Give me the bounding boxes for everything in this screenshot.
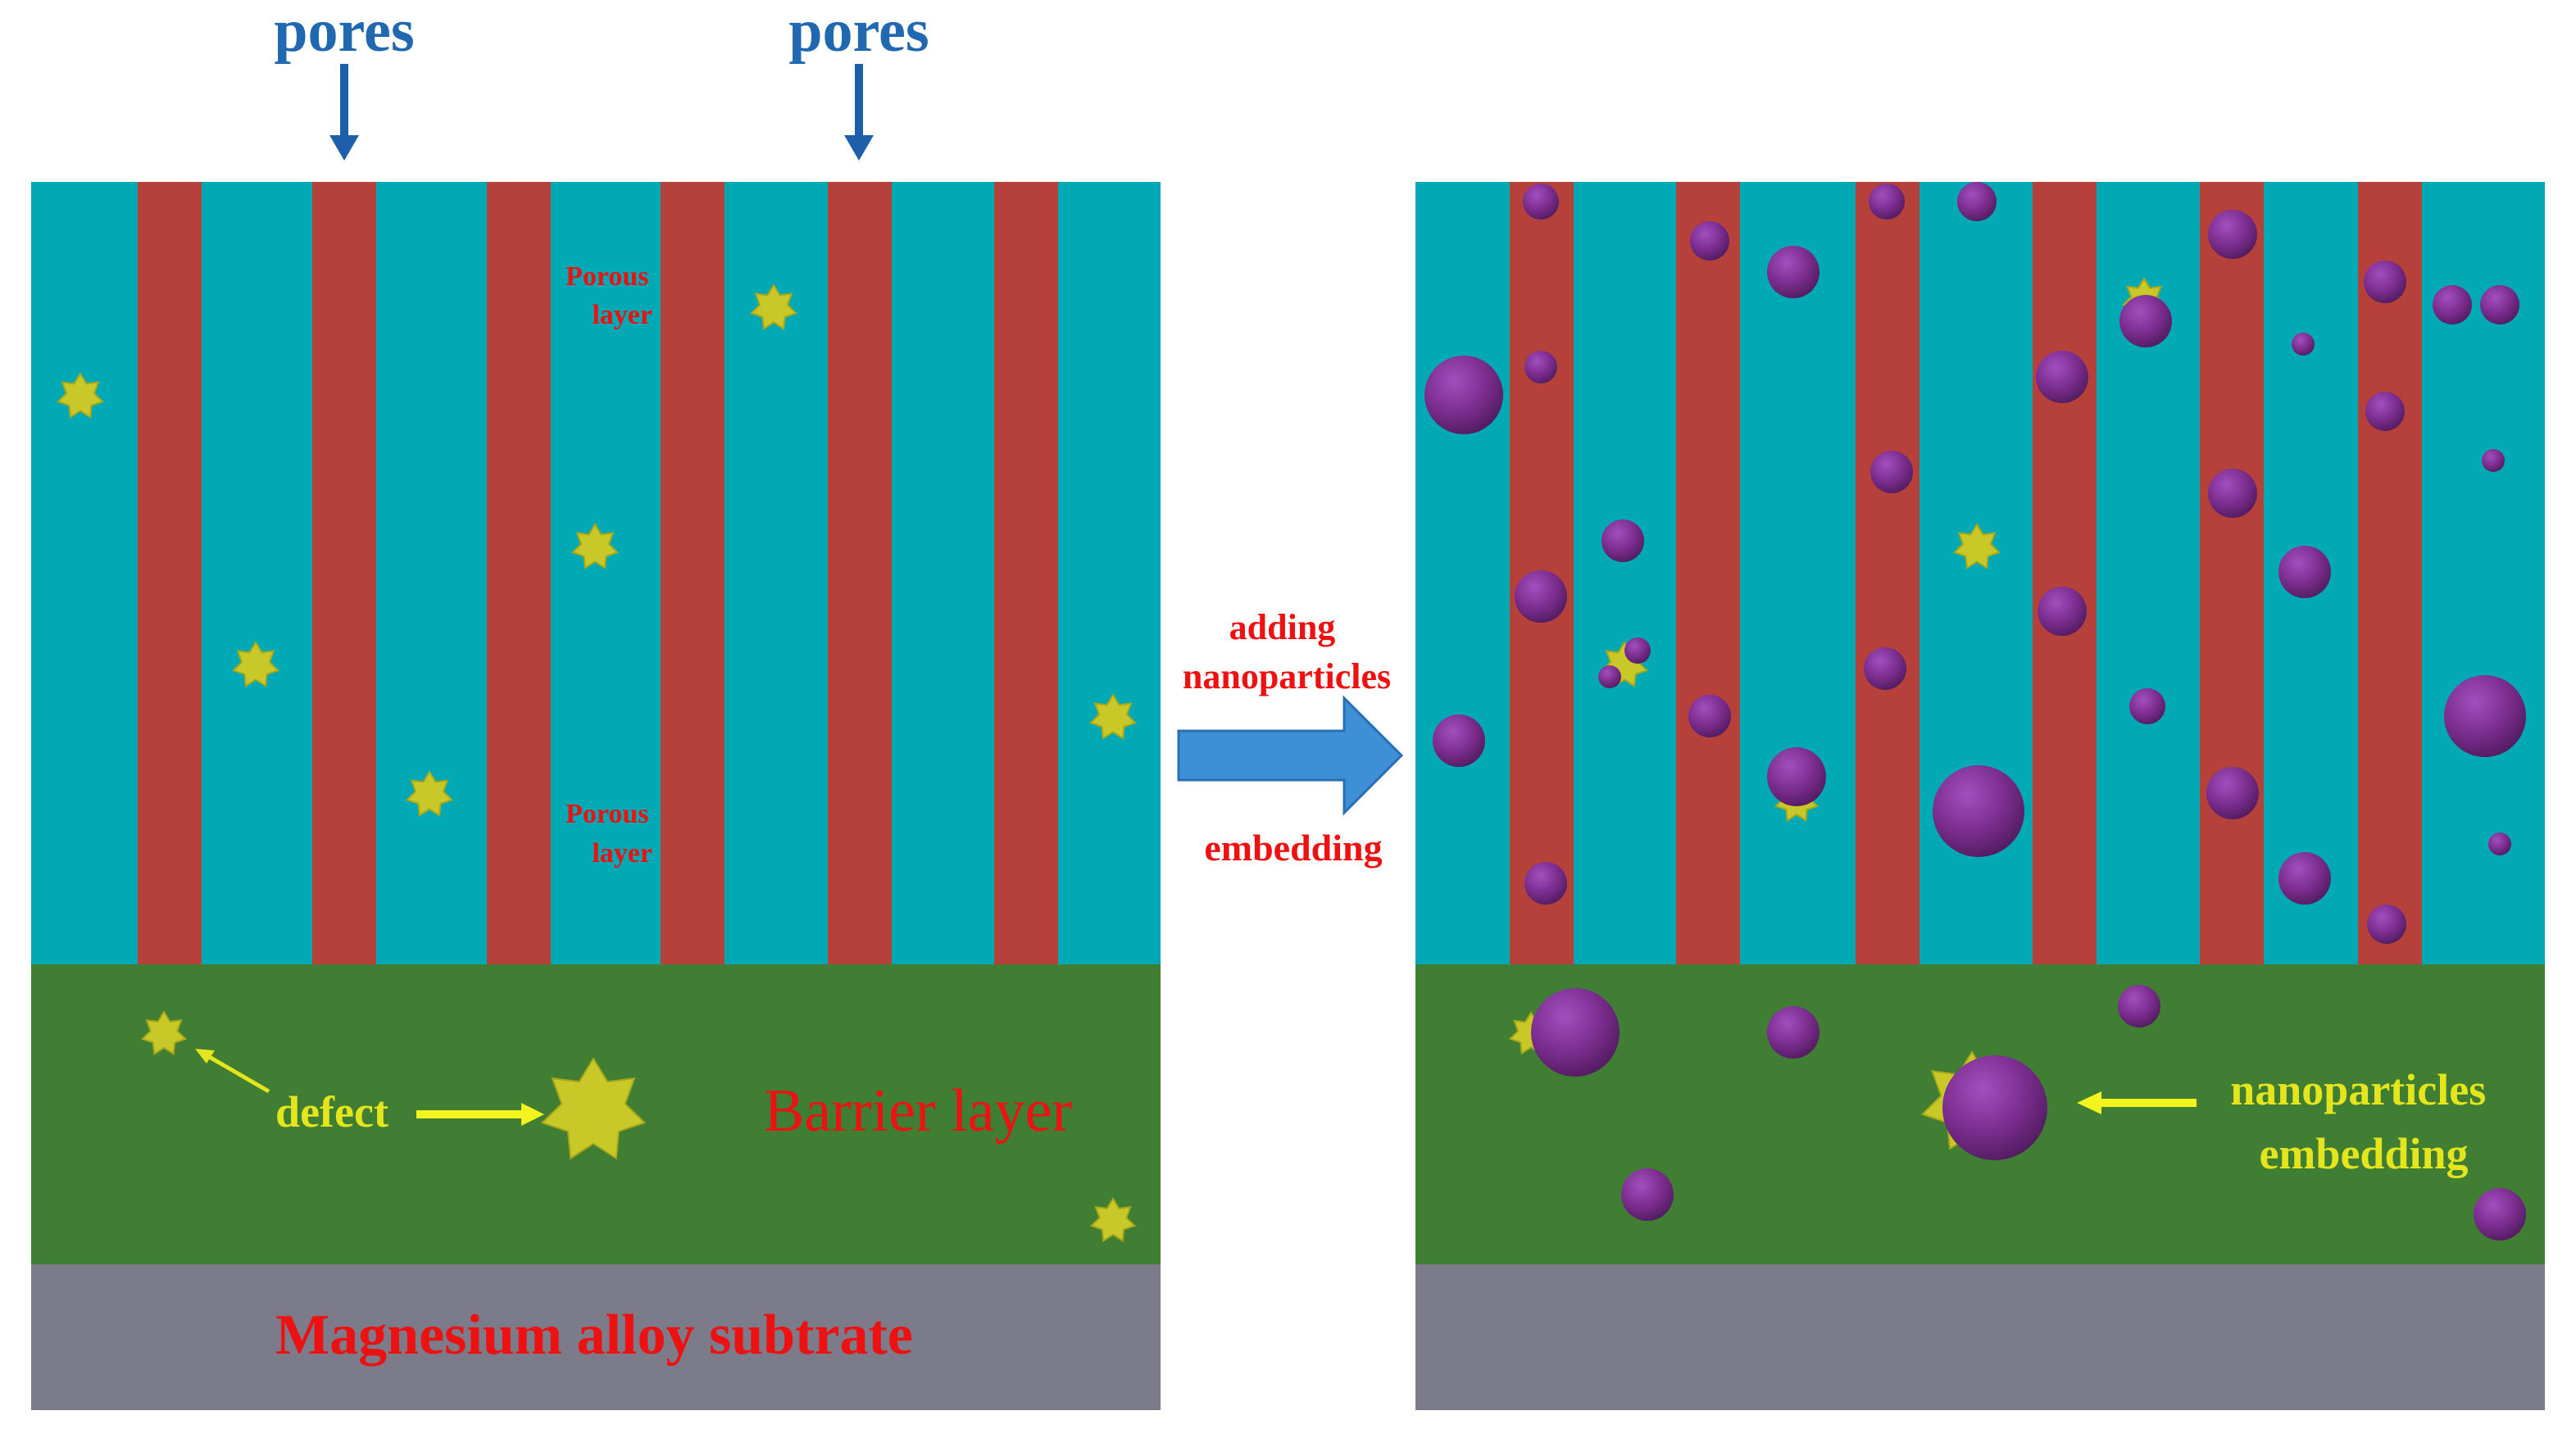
defect-star-icon [749,284,798,330]
pore-column [661,182,725,964]
nanoparticle-icon [2367,905,2406,944]
defect-label: defect [275,1087,388,1136]
pore-column [1676,182,1740,964]
nanoparticle-icon [1870,451,1913,493]
defect-star-icon [1089,1197,1137,1243]
nanoparticles-embedding-label: nanoparticles embedding [2230,1065,2497,1178]
porous-layer-label: Porous layer [566,799,656,869]
pore-column [138,182,202,964]
pore-column [2358,182,2422,964]
pore-column [994,182,1058,964]
substrate-right [1415,1264,2545,1410]
pores-label-left: pores [274,0,414,65]
pores-label-right: pores [788,0,929,65]
nanoparticle-icon [1767,246,1820,298]
nanoparticle-icon [1621,1168,1674,1221]
barrier-layer-label: Barrier layer [764,1077,1072,1145]
pore-column [2200,182,2264,964]
nanoparticle-icon [1933,765,2024,857]
nanoparticle-icon [1869,184,1905,220]
nanoparticle-icon [2433,285,2472,324]
nanoparticle-icon [1601,519,1644,562]
left-arrow-icon [2077,1091,2197,1114]
substrate-left [31,1264,1161,1410]
nanoparticle-icon [1767,1006,1820,1059]
nanoparticles [1424,182,2526,1241]
pore-column [2033,182,2097,964]
pore-column [487,182,551,964]
nanoparticle-icon [2278,852,2331,905]
nanoparticle-icon [1524,351,1557,383]
nanoparticle-icon [2364,261,2406,303]
nanoparticle-icon [2129,688,2165,724]
down-arrow-icon [844,64,874,161]
nanoparticle-icon [1523,184,1559,220]
nanoparticle-icon [2292,333,2315,356]
nanoparticle-icon [2444,675,2526,757]
nanoparticle-icon [2038,587,2087,636]
defect-star-icon [570,523,620,569]
nanoparticle-icon [1767,747,1826,806]
nanoparticle-icon [2206,767,2259,819]
defect-star-icon [1088,693,1138,740]
defect-star-icon [405,770,454,817]
nanoparticle-icon [1524,862,1567,905]
pore-column [828,182,892,964]
defect-star-icon [140,1010,188,1056]
nanoparticle-icon [2208,210,2257,259]
nanoparticle-icon [1424,356,1503,434]
nanoparticle-icon [2365,392,2405,431]
nanoparticle-icon [1864,647,1906,690]
substrate-label: Magnesium alloy subtrate [275,1304,913,1367]
down-arrow-icon [329,64,359,161]
defect-star-icon [56,372,105,419]
nanoparticle-icon [2119,295,2172,347]
porous-layer-label: Porous layer [566,261,656,330]
nanoparticle-icon [2036,351,2088,403]
nanoparticle-icon [2474,1188,2526,1241]
nanoparticle-icon [1433,714,1485,767]
defect-star-icon [540,1057,647,1160]
left-panel [31,182,1161,1410]
nanoparticle-icon [2480,285,2519,324]
nanoparticle-icon [1515,570,1567,623]
nanoparticle-icon [2488,832,2511,855]
porous-layer-left [31,182,1161,964]
nanoparticle-icon [1942,1055,2047,1160]
right-arrow-icon [1177,695,1404,816]
nanoparticle-icon [1957,182,1997,221]
nanoparticle-icon [1688,695,1731,737]
pore-column [1856,182,1920,964]
nanoparticle-icon [2278,546,2331,598]
embedding-label: embedding [1204,827,1382,869]
nanoparticle-icon [1690,221,1729,261]
defect-stars [56,284,1138,1243]
nanoparticle-icon [1531,988,1620,1077]
pore-column [312,182,376,964]
adding-nanoparticles-label: adding nanoparticles [1183,607,1391,696]
nanoparticle-icon [2118,985,2160,1027]
defect-star-icon [231,641,280,687]
nanoparticle-icon [1598,665,1621,688]
right-arrow-icon [416,1103,544,1126]
nanoparticle-icon [2208,469,2257,518]
nanoparticle-icon [1624,637,1651,664]
nanoparticle-icon [2482,449,2505,472]
left-arrow-icon [195,1049,270,1094]
defect-star-icon [1952,523,2001,569]
